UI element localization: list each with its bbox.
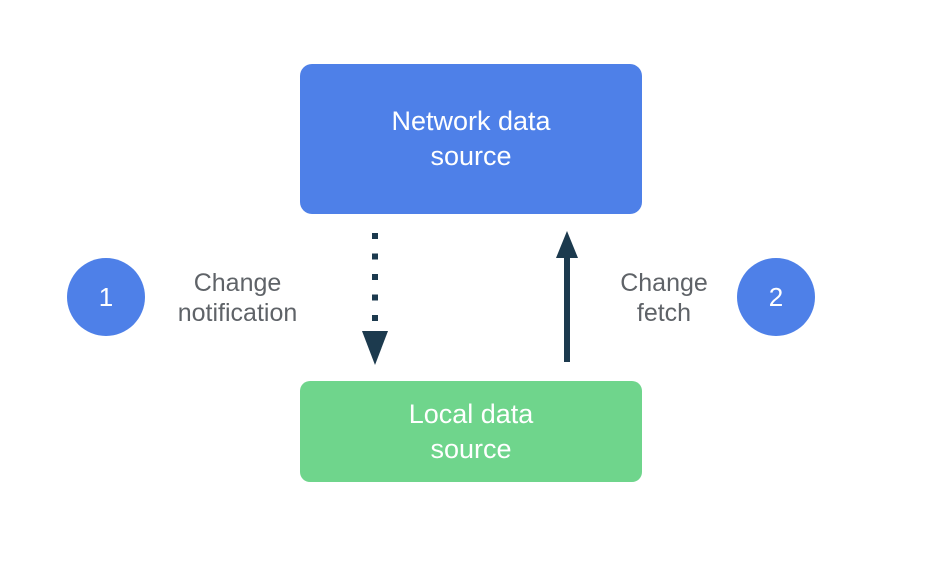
local-box-label: Local data source [408,398,534,464]
step-2-badge: 2 [737,258,815,336]
change-notification-arrow [362,233,388,365]
step-2-label: Change fetch [620,269,708,327]
down-arrowhead-icon [362,331,388,365]
network-data-source-box: Network data source [300,64,642,214]
up-arrowhead-icon [556,231,578,258]
change-fetch-arrow [556,231,578,362]
step-1-badge: 1 [67,258,145,336]
step-1-label: Change notification [177,269,298,327]
step-1-number: 1 [98,281,114,312]
network-box-label: Network data source [391,106,551,171]
local-data-source-box: Local data source [300,381,642,482]
step-2-number: 2 [768,281,784,312]
